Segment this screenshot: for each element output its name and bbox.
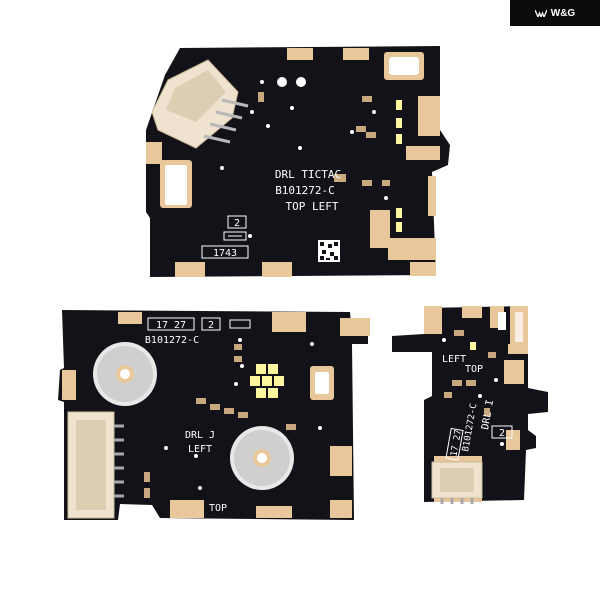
mounting-pad-center bbox=[230, 426, 294, 490]
board-left-date-code: 17 27 bbox=[156, 320, 186, 331]
board-right-drl: DRL I bbox=[480, 399, 496, 431]
board-top-line1: DRL TICTAC bbox=[275, 168, 341, 181]
board-right-box-num: 2 bbox=[499, 428, 505, 439]
wire-connector-top bbox=[151, 59, 249, 149]
wire-connector-left bbox=[67, 411, 124, 519]
board-left-part-no: B101272-C bbox=[145, 335, 199, 346]
board-left-drl: DRL J bbox=[185, 430, 215, 441]
board-right-left: LEFT bbox=[442, 354, 466, 365]
board-right-top: TOP bbox=[465, 364, 483, 375]
board-left-left: LEFT bbox=[188, 444, 212, 455]
data-matrix-code bbox=[318, 240, 340, 262]
board-left-top: TOP bbox=[209, 503, 227, 514]
pcb-board-bottom-left: 17 27 2 B101272-C DRL J LEFT TOP bbox=[58, 310, 370, 520]
board-top-box-num: 2 bbox=[234, 218, 240, 229]
board-left-box-num: 2 bbox=[208, 320, 214, 331]
board-top-line2: B101272-C bbox=[275, 184, 335, 197]
board-top-date-code: 1743 bbox=[213, 248, 237, 259]
board-right-date-code: 17 27 bbox=[449, 429, 464, 457]
watermark-logo: W&G bbox=[510, 0, 600, 26]
mounting-pad-left bbox=[93, 342, 157, 406]
board-top-line3: TOP LEFT bbox=[286, 200, 339, 213]
wire-connector-right bbox=[431, 461, 483, 504]
pcb-board-right: LEFT TOP B101272-C 17 27 DRL I 2 bbox=[392, 306, 548, 504]
led-array bbox=[250, 364, 284, 398]
pcb-board-top-left: DRL TICTAC B101272-C TOP LEFT 2 1743 bbox=[146, 46, 450, 277]
watermark-text: W&G bbox=[550, 7, 576, 19]
